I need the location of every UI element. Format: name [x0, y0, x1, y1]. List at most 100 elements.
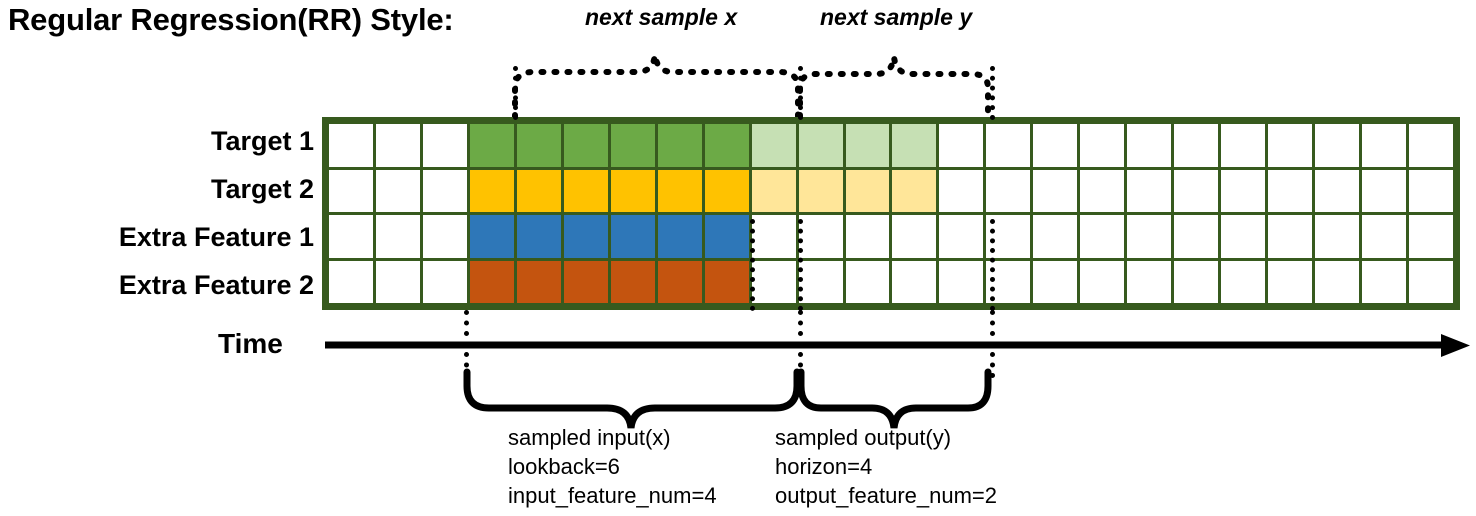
grid-cell-target-1-18: [1127, 124, 1172, 167]
grid-cell-target-2-22: [1315, 169, 1360, 212]
bottom-brace-group: [463, 368, 992, 429]
brace-next-sample-x: [512, 54, 801, 120]
grid-cell-extra-feature-1-11: [798, 215, 843, 258]
page-title: Regular Regression(RR) Style:: [8, 2, 454, 37]
brace-next-sample-y: [797, 56, 991, 120]
grid-cell-target-2-20: [1221, 169, 1266, 212]
grid-cell-extra-feature-1-23: [1362, 215, 1407, 258]
top-brace-group: [512, 54, 991, 120]
grid-cell-extra-feature-1-12: [845, 215, 890, 258]
grid-cell-target-2-7: [610, 169, 655, 212]
grid-cell-extra-feature-2-16: [1033, 260, 1078, 303]
grid-cell-extra-feature-2-19: [1174, 260, 1219, 303]
grid-cell-extra-feature-1-14: [939, 215, 984, 258]
grid-cell-extra-feature-1-9: [704, 215, 749, 258]
grid-cell-extra-feature-1-10: [751, 215, 796, 258]
time-axis-arrow: [325, 334, 1470, 357]
grid-cell-target-1-2: [375, 124, 420, 167]
grid-cell-extra-feature-1-6: [563, 215, 608, 258]
guide-output-end-mid: [990, 219, 995, 311]
grid-cell-extra-feature-1-2: [375, 215, 420, 258]
grid-cell-extra-feature-2-13: [892, 260, 937, 303]
grid-cell-extra-feature-1-16: [1033, 215, 1078, 258]
guide-output-end-top: [990, 66, 995, 120]
grid-cell-extra-feature-1-7: [610, 215, 655, 258]
grid-cell-target-2-8: [657, 169, 702, 212]
grid-cell-extra-feature-1-21: [1268, 215, 1313, 258]
grid-cell-extra-feature-2-18: [1127, 260, 1172, 303]
grid-cell-target-1-3: [422, 124, 467, 167]
caption-line: sampled output(y): [775, 425, 952, 450]
caption-sampled-output: sampled output(y) horizon=4 output_featu…: [775, 423, 997, 510]
grid-cell-extra-feature-2-2: [375, 260, 420, 303]
caption-sampled-input: sampled input(x) lookback=6 input_featur…: [508, 423, 717, 510]
grid-cell-extra-feature-2-21: [1268, 260, 1313, 303]
caption-line: horizon=4: [775, 454, 873, 480]
grid-cell-target-2-3: [422, 169, 467, 212]
row-label-target-1: Target 1: [210, 126, 314, 156]
grid-cell-target-1-17: [1080, 124, 1125, 167]
grid-cell-extra-feature-1-22: [1315, 215, 1360, 258]
grid-cell-extra-feature-2-11: [798, 260, 843, 303]
grid-cell-target-1-10: [751, 124, 796, 167]
grid-cell-target-2-12: [845, 169, 890, 212]
grid-cell-target-2-10: [751, 169, 796, 212]
grid-cell-extra-feature-2-14: [939, 260, 984, 303]
grid-cell-target-2-23: [1362, 169, 1407, 212]
grid-cell-target-1-8: [657, 124, 702, 167]
grid-cell-target-1-4: [469, 124, 514, 167]
grid-cell-target-2-13: [892, 169, 937, 212]
grid-cell-extra-feature-2-6: [563, 260, 608, 303]
grid-cell-target-2-2: [375, 169, 420, 212]
grid-cell-target-1-9: [704, 124, 749, 167]
grid-cell-extra-feature-1-13: [892, 215, 937, 258]
row-label-target-2: Target 2: [210, 174, 314, 204]
grid-cell-extra-feature-1-19: [1174, 215, 1219, 258]
guide-input-start-top: [513, 66, 518, 120]
caption-line: sampled input(x): [508, 425, 671, 450]
grid-cell-target-1-12: [845, 124, 890, 167]
row-label-extra-feature-1: Extra Feature 1: [118, 222, 314, 252]
grid-cell-target-2-17: [1080, 169, 1125, 212]
caption-line: output_feature_num=2: [775, 483, 998, 509]
label-next-sample-x: next sample x: [585, 4, 738, 30]
grid-cell-extra-feature-2-8: [657, 260, 702, 303]
grid-cell-target-1-23: [1362, 124, 1407, 167]
grid-cell-target-2-5: [516, 169, 561, 212]
grid-cell-extra-feature-2-17: [1080, 260, 1125, 303]
grid-cell-target-1-6: [563, 124, 608, 167]
guide-input-end-mid: [798, 219, 803, 311]
time-axis-label: Time: [218, 328, 283, 359]
grid-cell-extra-feature-2-7: [610, 260, 655, 303]
grid-cell-extra-feature-1-24: [1409, 215, 1453, 258]
grid-cell-target-1-24: [1409, 124, 1453, 167]
grid-cell-target-2-21: [1268, 169, 1313, 212]
grid-cell-extra-feature-2-3: [422, 260, 467, 303]
grid-cell-extra-feature-2-1: [329, 260, 373, 303]
caption-line: input_feature_num=4: [508, 483, 717, 509]
grid-cell-extra-feature-1-3: [422, 215, 467, 258]
grid-cell-target-2-11: [798, 169, 843, 212]
grid-cell-extra-feature-1-8: [657, 215, 702, 258]
grid-cell-target-2-14: [939, 169, 984, 212]
guide-feature-end: [750, 219, 755, 311]
label-next-sample-y: next sample y: [820, 4, 973, 30]
grid-cell-extra-feature-2-20: [1221, 260, 1266, 303]
grid-cell-target-2-15: [986, 169, 1031, 212]
grid-cell-extra-feature-2-5: [516, 260, 561, 303]
grid-cell-extra-feature-2-24: [1409, 260, 1453, 303]
grid-cell-extra-feature-1-17: [1080, 215, 1125, 258]
timeline-grid: [322, 117, 1460, 310]
grid-cell-extra-feature-1-18: [1127, 215, 1172, 258]
grid-cell-target-1-15: [986, 124, 1031, 167]
grid-cell-target-2-19: [1174, 169, 1219, 212]
grid-cell-target-2-1: [329, 169, 373, 212]
grid-cell-extra-feature-2-9: [704, 260, 749, 303]
grid-cell-target-2-16: [1033, 169, 1078, 212]
guide-input-end-top: [798, 66, 803, 120]
grid-cell-target-1-16: [1033, 124, 1078, 167]
grid-cell-target-1-5: [516, 124, 561, 167]
grid-cell-extra-feature-1-5: [516, 215, 561, 258]
right-arrow-icon: [1441, 334, 1470, 357]
